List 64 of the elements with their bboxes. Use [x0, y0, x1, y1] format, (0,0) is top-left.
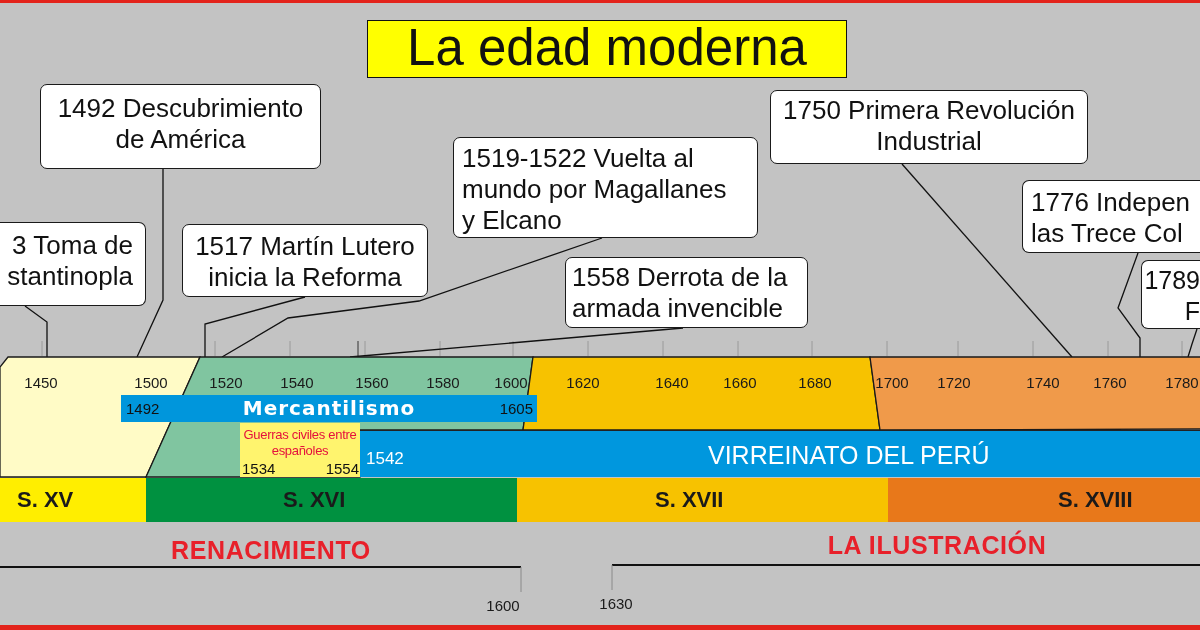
- year-label: 1630: [599, 595, 633, 613]
- year-label: 1700: [875, 374, 909, 392]
- year-label: 1605: [499, 399, 533, 418]
- callout-text: 1517 Martín Lutero inicia la Reforma: [194, 231, 416, 293]
- century-label: S. XVIII: [1058, 487, 1133, 513]
- callout-box: [182, 224, 428, 297]
- century-bar: [517, 478, 888, 522]
- callout-text: 3 Toma de stantinopla: [6, 230, 133, 292]
- period-text: Guerras civiles entre españoles: [242, 427, 358, 459]
- year-label: 1740: [1026, 374, 1060, 392]
- period-box: [240, 423, 360, 477]
- century-label: S. XVI: [283, 487, 346, 513]
- century-label: S. XV: [17, 487, 74, 513]
- year-label: 1580: [426, 374, 460, 392]
- callout-box: [40, 84, 321, 169]
- callout-box: [565, 257, 808, 328]
- leader-line: [1187, 328, 1198, 358]
- era-band: [0, 357, 200, 477]
- callout-box: [453, 137, 758, 238]
- year-label: 1760: [1093, 374, 1127, 392]
- callout-text: 1789 F: [1143, 265, 1200, 327]
- callout-text: 1776 Indepen las Trece Col: [1031, 187, 1192, 249]
- period-label: RENACIMIENTO: [171, 535, 371, 565]
- bar-label: Mercantilismo: [242, 397, 416, 420]
- year-label: 1540: [280, 374, 314, 392]
- year-label: 1660: [723, 374, 757, 392]
- year-label: 1500: [134, 374, 168, 392]
- leader-line: [204, 296, 306, 358]
- year-label: 1680: [798, 374, 832, 392]
- century-bar: [888, 478, 1200, 522]
- callout-text: 1492 Descubrimiento de América: [56, 93, 305, 155]
- year-label: 1542: [366, 449, 404, 469]
- year-label: 1600: [486, 597, 520, 615]
- year-label: 1520: [209, 374, 243, 392]
- century-label: S. XVII: [655, 487, 724, 513]
- leader-line: [221, 237, 603, 358]
- year-label: 1554: [325, 460, 359, 477]
- year-label: 1450: [24, 374, 58, 392]
- callout-box: [770, 90, 1088, 164]
- callout-text: 1750 Primera Revolución Industrial: [782, 95, 1076, 157]
- period-bar: [360, 430, 1200, 477]
- bar-label: VIRREINATO DEL PERÚ: [708, 440, 990, 470]
- year-label: 1720: [937, 374, 971, 392]
- period-bar: [121, 395, 537, 422]
- year-label: 1620: [566, 374, 600, 392]
- century-bar: [0, 478, 146, 522]
- year-label: 1560: [355, 374, 389, 392]
- title-banner: La edad moderna: [367, 20, 847, 78]
- era-band: [870, 357, 1200, 430]
- year-label: 1640: [655, 374, 689, 392]
- callout-box: [1022, 180, 1200, 253]
- leader-line: [901, 163, 1073, 358]
- year-label: 1492: [126, 399, 160, 418]
- callout-text: 1519-1522 Vuelta al mundo por Magallanes y Elcano: [462, 143, 728, 236]
- year-label: 1534: [242, 460, 276, 477]
- leader-line: [24, 305, 48, 358]
- leader-line: [136, 168, 164, 358]
- callout-text: 1558 Derrota de la armada invencible: [572, 262, 789, 324]
- leader-line: [1117, 252, 1141, 358]
- callout-box: [0, 222, 146, 306]
- year-label: 1780: [1165, 374, 1199, 392]
- year-label: 1600: [494, 374, 528, 392]
- century-bar: [146, 478, 517, 522]
- period-label: LA ILUSTRACIÓN: [827, 530, 1047, 560]
